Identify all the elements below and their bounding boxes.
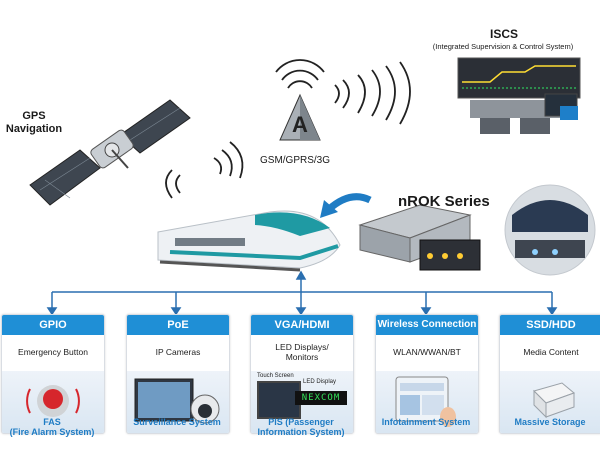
card-gpio: GPIO Emergency Button <box>1 314 105 434</box>
touch-screen-label: Touch Screen <box>257 373 294 379</box>
card-desc: Media Content <box>523 347 579 357</box>
card-footer: Surveillance System <box>133 417 221 427</box>
card-header: Wireless Connection <box>376 315 478 335</box>
nrok-device-icon <box>358 204 481 271</box>
ip-camera-icon <box>127 371 229 433</box>
signal-waves-icon <box>165 59 411 199</box>
card-desc: IP Cameras <box>155 347 201 357</box>
card-header: GPIO <box>2 315 104 335</box>
emergency-button-icon <box>2 371 104 433</box>
gps-label: GPS Navigation <box>4 110 64 136</box>
gps-label-line2: Navigation <box>5 123 63 135</box>
satellite-icon <box>29 99 191 206</box>
card-header: PoE <box>127 315 229 335</box>
train-icon <box>157 210 341 272</box>
card-footer: PIS (Passenger Information System) <box>257 417 345 437</box>
gps-label-line1: GPS <box>22 110 46 122</box>
card-ssd-hdd: SSD/HDD Media Content <box>499 314 600 434</box>
card-desc: LED Displays/ Monitors <box>275 342 329 362</box>
led-display-icon: Touch Screen LED Display NEXCOM <box>251 371 353 433</box>
train-cab-icon <box>504 184 596 276</box>
card-vga-hdmi: VGA/HDMI LED Displays/ Monitors Touch Sc… <box>250 314 354 434</box>
arrow-icon <box>325 193 372 213</box>
ssd-drive-icon <box>500 371 600 433</box>
card-header: SSD/HDD <box>500 315 600 335</box>
tower-label: GSM/GPRS/3G <box>260 155 331 166</box>
tablet-icon <box>376 371 478 433</box>
card-footer: Infotainment System <box>381 417 471 427</box>
card-poe: PoE IP Cameras <box>126 314 230 434</box>
control-room-icon <box>457 57 581 134</box>
iscs-title: ISCS <box>490 27 519 41</box>
card-header: VGA/HDMI <box>251 315 353 335</box>
cell-tower-icon: A <box>279 93 321 141</box>
svg-text:A: A <box>292 112 308 137</box>
card-desc: WLAN/WWAN/BT <box>393 347 461 357</box>
product-title: nROK Series <box>398 193 490 210</box>
led-display-text: NEXCOM <box>295 391 347 405</box>
led-display-label: LED Display <box>303 379 337 385</box>
iscs-subtitle: (Integrated Supervision & Control System… <box>432 42 574 51</box>
card-wireless: Wireless Connection WLAN/WWAN/BT <box>375 314 479 434</box>
card-footer: Massive Storage <box>514 417 586 427</box>
card-footer: FAS (Fire Alarm System) <box>9 417 95 437</box>
connector-lines <box>46 270 558 316</box>
card-desc: Emergency Button <box>18 347 88 357</box>
